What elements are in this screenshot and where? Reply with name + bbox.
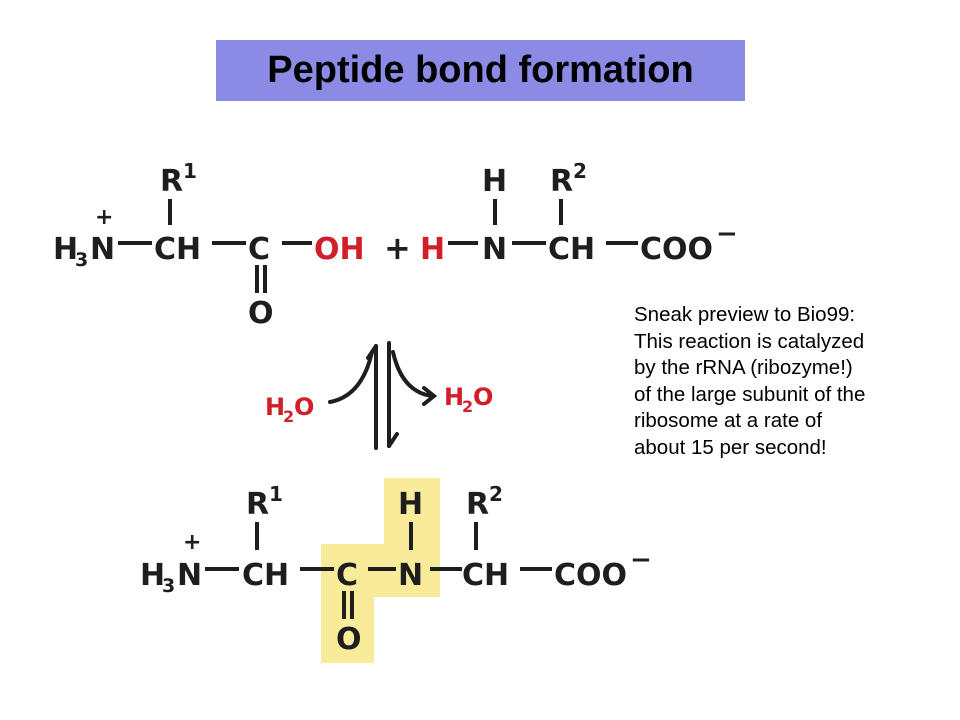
water-in-curve xyxy=(328,350,374,404)
product-h3n-h: H xyxy=(140,558,165,593)
bond-n-ch-2 xyxy=(512,241,546,245)
h3n-subscript: 3 xyxy=(75,249,88,271)
water-right-h: H xyxy=(444,383,464,411)
product-h3n-subscript: 3 xyxy=(162,575,175,597)
forward-arrow-head xyxy=(387,432,399,448)
slide-title: Peptide bond formation xyxy=(267,49,694,91)
note-line: ribosome at a rate of xyxy=(634,409,823,432)
hydroxyl-oh: OH xyxy=(314,232,365,267)
r1-label: R xyxy=(160,164,183,199)
product-r1-superscript: 1 xyxy=(269,482,283,506)
product-double-bond-left xyxy=(342,591,346,619)
amino-n: N xyxy=(482,232,507,267)
product-ch-1: CH xyxy=(242,558,289,593)
water-left-h: H xyxy=(265,393,285,421)
product-double-bond-right xyxy=(350,591,354,619)
peptide-n: N xyxy=(398,558,423,593)
r2-label: R xyxy=(550,164,573,199)
carbonyl-o: O xyxy=(248,296,274,331)
product-plus-charge: + xyxy=(183,530,201,555)
reactant-amino-acid-2: H H N R 2 CH COO − xyxy=(420,159,738,267)
product-coo: COO xyxy=(554,558,627,593)
r1-superscript: 1 xyxy=(183,159,197,183)
bond-h-n xyxy=(448,241,478,245)
water-left: H 2 O xyxy=(265,393,314,426)
water-right-o: O xyxy=(473,383,493,411)
ribozyme-note: Sneak preview to Bio99: This reaction is… xyxy=(634,302,954,461)
carboxylate-coo: COO xyxy=(640,232,713,267)
title-banner: Peptide bond formation xyxy=(216,40,745,101)
bond-ch-c xyxy=(212,241,246,245)
h3n-n: N xyxy=(90,232,115,267)
amino-h-red: H xyxy=(420,232,445,267)
carboxylate-minus: − xyxy=(716,219,738,249)
carboxyl-c: C xyxy=(248,232,270,267)
product-r2-label: R xyxy=(466,487,489,522)
reactant-amino-acid-1: R 1 + H 3 N CH C OH O xyxy=(53,159,365,331)
note-line: about 15 per second! xyxy=(634,435,827,459)
peptide-n-h-bond xyxy=(409,522,413,550)
product-bond-ch-coo xyxy=(520,567,552,571)
note-line: This reaction is catalyzed xyxy=(634,329,865,353)
water-out-curve xyxy=(391,350,434,398)
bond-n-h xyxy=(493,199,497,225)
product-r2-bond xyxy=(474,522,478,550)
bond-c-oh xyxy=(282,241,312,245)
equilibrium-arrows xyxy=(328,341,438,450)
bond-ch-coo xyxy=(606,241,638,245)
bond-n-ch xyxy=(118,241,152,245)
note-line: by the rRNA (ribozyme!) xyxy=(634,356,853,379)
r2-superscript: 2 xyxy=(573,159,587,183)
product-r1-bond xyxy=(255,522,259,550)
ch-2: CH xyxy=(548,232,595,267)
plus-sign: + xyxy=(384,229,411,267)
water-right: H 2 O xyxy=(444,383,493,416)
peptide-bond xyxy=(368,567,396,571)
product-r1-label: R xyxy=(246,487,269,522)
product-coo-minus: − xyxy=(630,545,652,575)
product-bond-ch-c xyxy=(300,567,334,571)
water-right-sub: 2 xyxy=(462,397,473,416)
amino-plus-charge: + xyxy=(95,205,113,230)
peptide-h: H xyxy=(398,487,423,522)
product-bond-n-ch xyxy=(205,567,239,571)
r1-bond xyxy=(168,199,172,225)
water-left-sub: 2 xyxy=(283,407,294,426)
product-dipeptide: R 1 + H 3 N CH C N H O R 2 CH COO − xyxy=(140,482,652,657)
double-bond-left xyxy=(255,265,259,293)
plus-symbol: + xyxy=(384,229,411,267)
water-out-arrowhead xyxy=(422,386,438,406)
product-h3n-n: N xyxy=(177,558,202,593)
product-carbonyl-o: O xyxy=(336,622,362,657)
double-bond-right xyxy=(263,265,267,293)
ch-1: CH xyxy=(154,232,201,267)
product-ch-2: CH xyxy=(462,558,509,593)
note-line: of the large subunit of the xyxy=(634,382,866,406)
product-r2-superscript: 2 xyxy=(489,482,503,506)
note-line: Sneak preview to Bio99: xyxy=(634,303,856,326)
r2-bond xyxy=(559,199,563,225)
product-bond-n-ch-2 xyxy=(430,567,462,571)
amino-h-top: H xyxy=(482,164,507,199)
h3n-h: H xyxy=(53,232,78,267)
water-left-o: O xyxy=(294,393,314,421)
peptide-c: C xyxy=(336,558,358,593)
